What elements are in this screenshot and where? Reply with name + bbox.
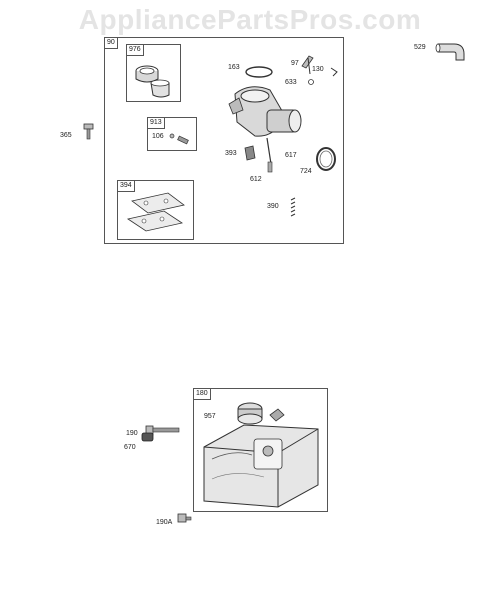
assembly-id-180: 180 (194, 389, 211, 400)
part-label-106: 106 (152, 133, 164, 140)
bolt-190-drawing (145, 425, 180, 436)
part-label-365: 365 (60, 132, 72, 139)
part-label-612: 612 (250, 176, 262, 183)
carburetor-assembly-panel: 90 976 913 106 394 (104, 37, 344, 244)
part-label-724: 724 (300, 168, 312, 175)
part-label-163: 163 (228, 64, 240, 71)
part-label-670: 670 (124, 444, 136, 451)
part-label-390: 390 (267, 203, 279, 210)
part-label-190A: 190A (156, 519, 173, 526)
fuel-tank-assembly-panel: 180 957 (193, 388, 328, 512)
part-label-393: 393 (225, 150, 237, 157)
float-bowl-seal-drawing (135, 65, 170, 98)
part-label-633: 633 (285, 79, 297, 86)
part-label-617: 617 (285, 152, 297, 159)
kit-id-976: 976 (127, 45, 144, 56)
part-label-130: 130 (312, 66, 324, 73)
assembly-id-90: 90 (105, 38, 118, 49)
elbow-fitting-529-drawing (435, 43, 465, 61)
fuel-tank-drawing (203, 402, 319, 508)
bolt-190A-drawing (177, 513, 192, 523)
part-label-190: 190 (126, 430, 138, 437)
kit-id-394: 394 (118, 181, 135, 192)
carburetor-body-drawing (228, 55, 338, 217)
part-label-97: 97 (291, 60, 299, 67)
part-label-529: 529 (414, 44, 426, 51)
kit-976-box: 976 (126, 44, 181, 102)
watermark: AppliancePartsPros.com (78, 4, 422, 35)
kit-913-box: 913 106 (147, 117, 197, 151)
needle-valve-drawing (169, 133, 189, 145)
screw-365-drawing (83, 123, 94, 140)
kit-394-box: 394 (117, 180, 194, 240)
kit-id-913: 913 (148, 118, 165, 129)
part-label-957: 957 (204, 413, 216, 420)
gasket-set-drawing (126, 192, 185, 232)
spacer-670-drawing (141, 432, 154, 442)
